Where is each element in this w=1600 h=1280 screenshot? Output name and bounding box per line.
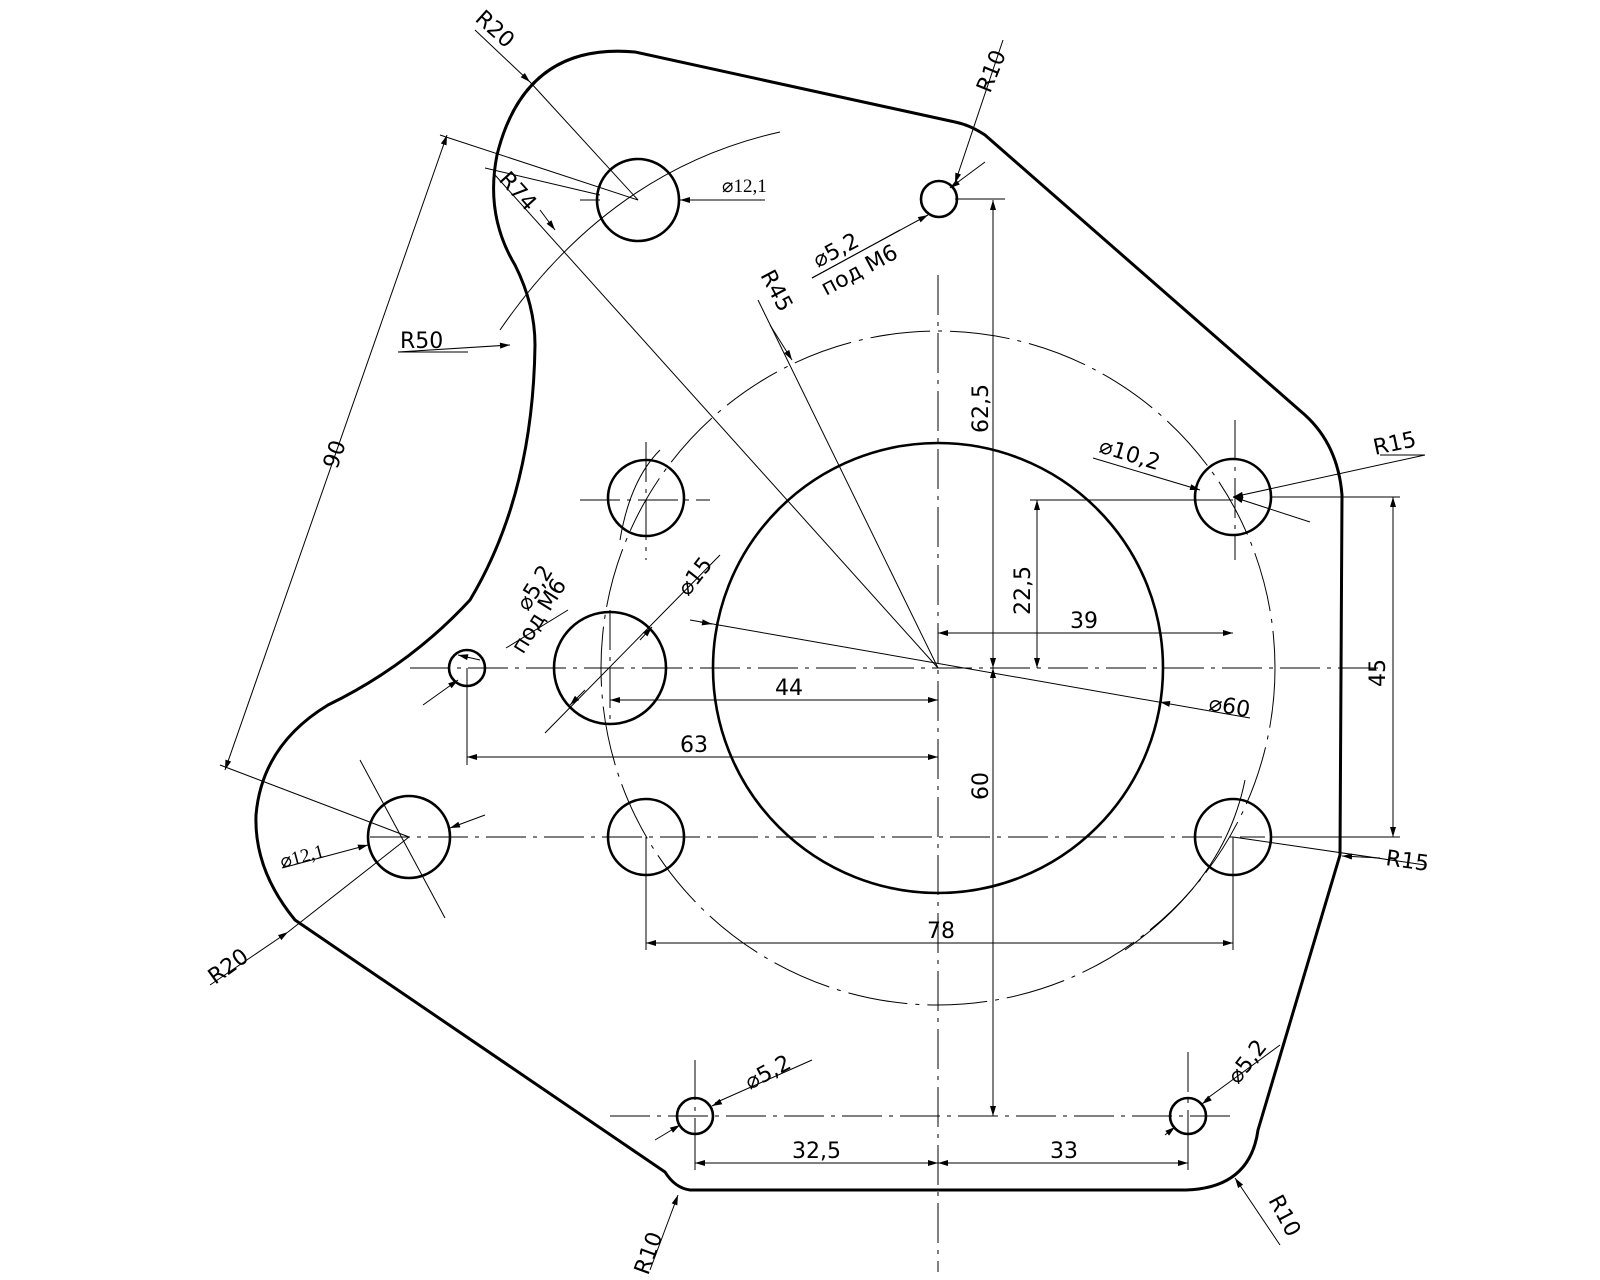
label-r10-bl: R10 [630, 1229, 668, 1278]
part-outline [254, 49, 1344, 1192]
label-d44: 44 [775, 676, 803, 701]
label-d78: 78 [927, 919, 955, 944]
label-r20-top: R20 [470, 6, 519, 54]
label-dia60: ⌀60 [1207, 691, 1252, 723]
label-r15-bottom: R15 [1384, 846, 1430, 877]
label-d45: 45 [1366, 659, 1391, 687]
hole-upper-left [606, 458, 686, 538]
label-r50: R50 [400, 329, 443, 354]
label-d32-5: 32,5 [792, 1139, 841, 1164]
label-d22-5: 22,5 [1011, 566, 1036, 615]
label-d63: 63 [680, 733, 708, 758]
dimension-lines [209, 29, 1426, 1271]
label-dia12-left: ⌀12,1 [278, 841, 327, 873]
hole-15 [552, 610, 668, 726]
label-d62-5: 62,5 [969, 384, 994, 433]
label-d33: 33 [1050, 1139, 1078, 1164]
construction-arcs [499, 131, 1246, 951]
main-bore [711, 441, 1165, 895]
label-r74: R74 [494, 167, 542, 216]
label-r15-top: R15 [1371, 427, 1419, 460]
label-dia10-2: ⌀10,2 [1096, 434, 1163, 476]
hole-left-12 [366, 794, 452, 880]
label-d60: 60 [969, 772, 994, 800]
label-r45: R45 [755, 266, 797, 316]
center-lines [370, 275, 1380, 1272]
label-dia5-2-br: ⌀5,2 [1223, 1035, 1272, 1088]
label-r10-top: R10 [972, 47, 1011, 96]
label-r20-left: R20 [204, 944, 254, 990]
label-dia15: ⌀15 [673, 553, 718, 601]
label-dia5-2-bl: ⌀5,2 [741, 1051, 795, 1096]
label-d90: 90 [319, 437, 352, 472]
label-d39: 39 [1070, 609, 1098, 634]
label-r10-br: R10 [1263, 1191, 1305, 1241]
label-dia12-top: ⌀12,1 [722, 176, 767, 197]
